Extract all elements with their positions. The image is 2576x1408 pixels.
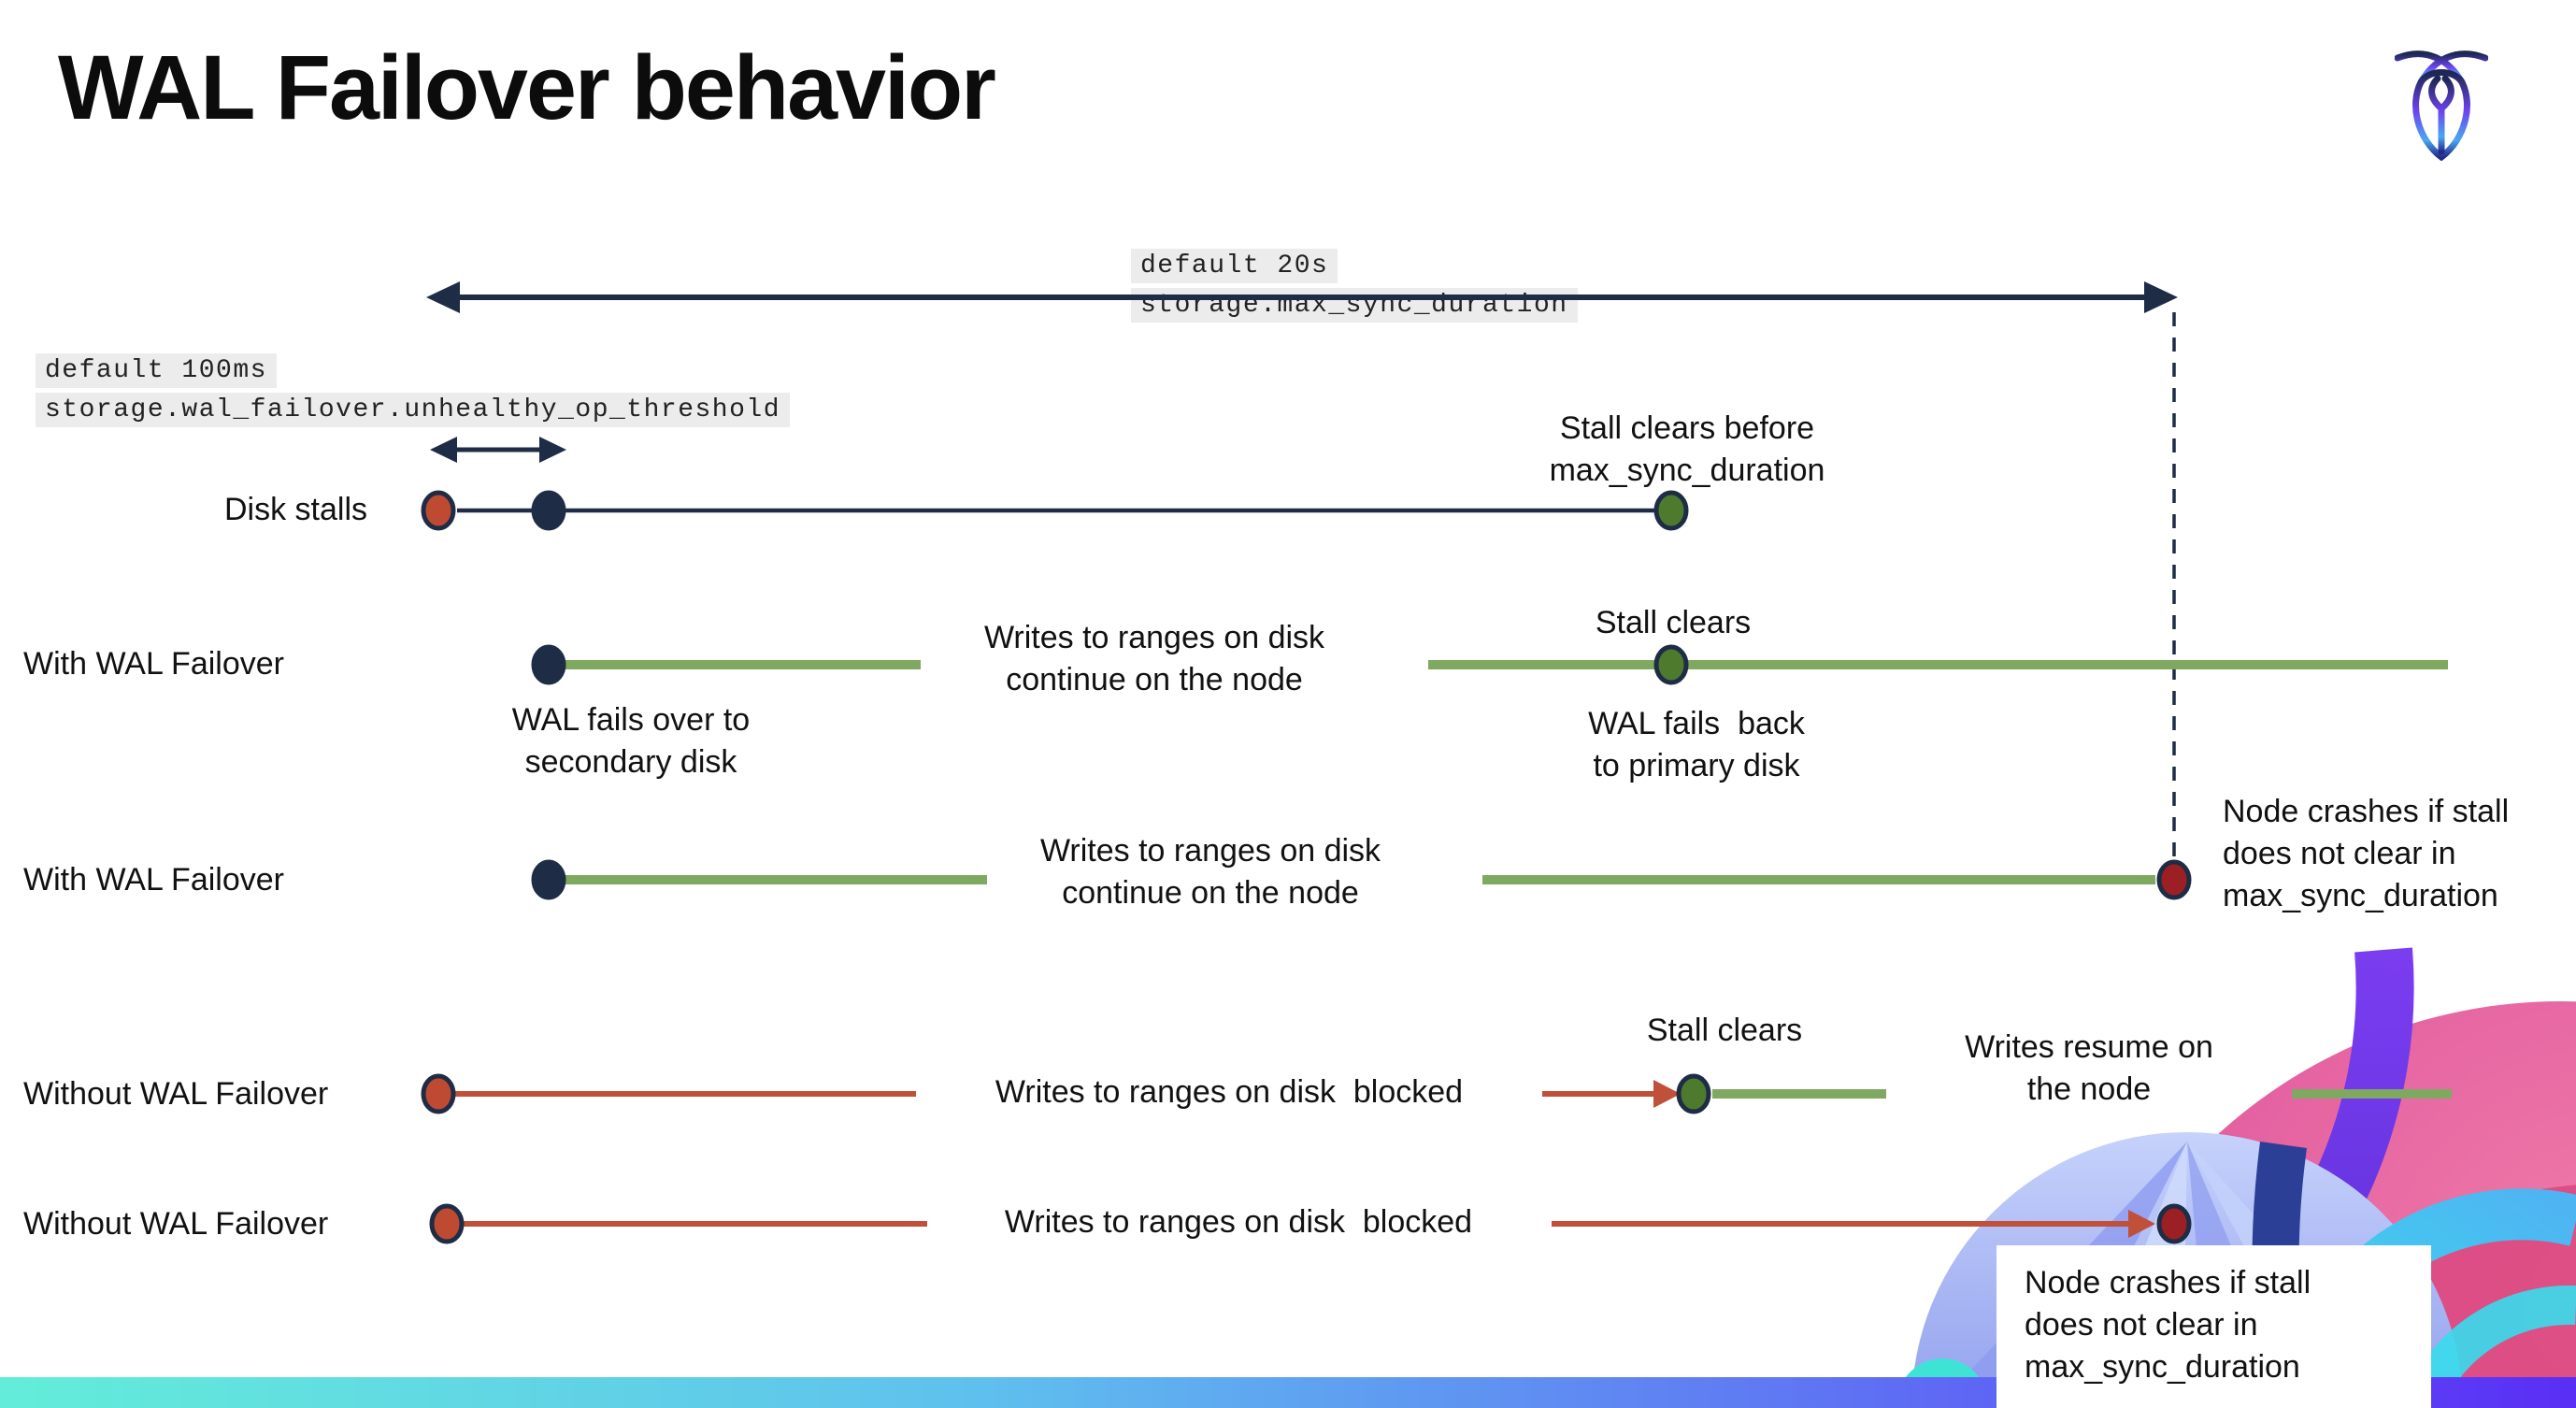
caption-writes-continue-1: Writes to ranges on disk continue on the… (983, 620, 1325, 697)
node-crash-dot (2156, 859, 2192, 900)
logo-wings (2428, 75, 2454, 155)
unhealthy-op-default-label: default 100ms (36, 353, 277, 388)
stall-start-dot (429, 1203, 465, 1244)
failover-dot (531, 859, 566, 900)
caption-writes-continue-2: Writes to ranges on disk continue on the… (1039, 833, 1381, 911)
row-label-without-wal-2: Without WAL Failover (23, 1206, 329, 1242)
caption-writes-resume: Writes resume on the node (1965, 1029, 2213, 1107)
caption-writes-blocked-2: Writes to ranges on disk blocked (1004, 1204, 1473, 1240)
red-arrowhead (1653, 1080, 1681, 1108)
failover-dot (531, 644, 566, 685)
caption-writes-blocked-1: Writes to ranges on disk blocked (995, 1074, 1464, 1110)
caption-wal-fails-back: WAL fails back to primary disk (1588, 706, 1805, 783)
row-label-disk-stalls: Disk stalls (224, 492, 368, 527)
page-title: WAL Failover behavior (58, 36, 996, 138)
node-crash-callout-box: Node crashes if stall does not clear in … (1996, 1245, 2431, 1408)
caption-stall-clears-before: Stall clears before max_sync_duration (1549, 410, 1825, 488)
caption-node-crashes-1: Node crashes if stall does not clear in … (2223, 794, 2510, 913)
stall-clear-dot (1676, 1073, 1711, 1114)
max-sync-duration-arrow (426, 281, 2178, 313)
logo-body (2412, 69, 2470, 161)
unhealthy-op-setting-label: storage.wal_failover.unhealthy_op_thresh… (36, 393, 791, 427)
no-failover-recover-timeline (455, 1080, 2452, 1108)
max-sync-default-label: default 20s (1131, 249, 1338, 283)
caption-stall-clears-without: Stall clears (1646, 1013, 1803, 1048)
no-failover-crash-timeline (464, 1210, 2155, 1238)
row-label-with-wal-2: With WAL Failover (23, 862, 284, 898)
stall-start-dot (421, 490, 456, 531)
caption-wal-fails-over: WAL fails over to secondary disk (511, 702, 751, 780)
row-label-without-wal-1: Without WAL Failover (23, 1076, 329, 1112)
stall-start-dot (421, 1073, 456, 1114)
row-label-with-wal-1: With WAL Failover (23, 646, 284, 682)
red-arrowhead (2128, 1210, 2155, 1238)
unhealthy-op-annotation: default 100ms storage.wal_failover.unhea… (36, 353, 791, 432)
stall-clear-dot (1653, 490, 1689, 531)
failback-dot (1653, 644, 1689, 685)
unhealthy-op-threshold-arrow (430, 437, 566, 463)
caption-node-crashes-2: Node crashes if stall does not clear in … (2025, 1265, 2311, 1385)
caption-stall-clears-mid: Stall clears (1595, 605, 1752, 640)
cockroachdb-logo-icon (2395, 50, 2488, 161)
node-crash-dot (2156, 1203, 2192, 1244)
threshold-dot (531, 490, 566, 531)
